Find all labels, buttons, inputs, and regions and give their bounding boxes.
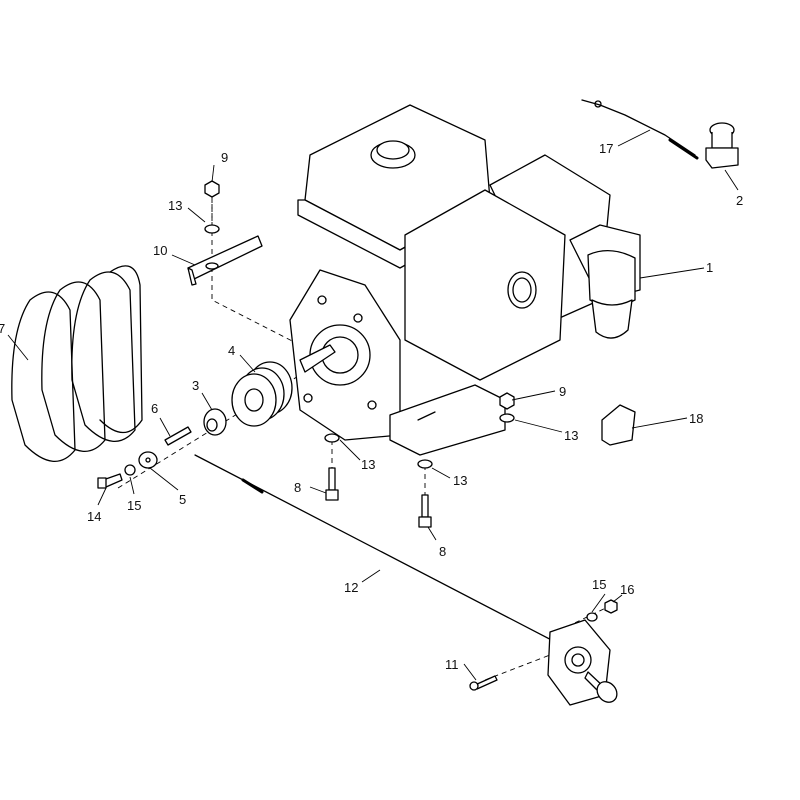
callout-12: 12 [344, 580, 358, 595]
callout-13: 13 [168, 198, 182, 213]
callout-8: 8 [439, 544, 446, 559]
callout-14: 14 [87, 509, 101, 524]
screw[interactable] [469, 675, 498, 691]
bushing[interactable] [203, 408, 227, 436]
nut[interactable] [604, 599, 618, 614]
v-belts[interactable] [11, 265, 143, 463]
callout-labels: 9 13 10 7 4 3 6 5 15 14 8 13 13 8 9 13 1… [0, 141, 743, 672]
choke-rod[interactable] [194, 454, 591, 661]
washer[interactable] [204, 224, 220, 234]
callout-11: 11 [445, 657, 459, 672]
callout-17: 17 [599, 141, 613, 156]
bolt[interactable] [325, 467, 339, 501]
washer[interactable] [324, 433, 340, 443]
choke-knob[interactable] [584, 671, 621, 706]
washer[interactable] [138, 451, 158, 469]
callout-18: 18 [689, 411, 703, 426]
callout-2: 2 [736, 193, 743, 208]
nut[interactable] [499, 392, 515, 410]
callout-13: 13 [564, 428, 578, 443]
stop-switch[interactable] [705, 122, 739, 169]
callout-8: 8 [294, 480, 301, 495]
callout-1: 1 [706, 260, 713, 275]
washer[interactable] [417, 459, 433, 469]
callout-3: 3 [192, 378, 199, 393]
nut[interactable] [204, 180, 220, 198]
callout-9: 9 [221, 150, 228, 165]
wire-harness[interactable] [581, 99, 699, 160]
callout-9: 9 [559, 384, 566, 399]
clip[interactable] [601, 404, 636, 446]
callout-5: 5 [179, 492, 186, 507]
callout-10: 10 [153, 243, 167, 258]
callout-7: 7 [0, 321, 5, 336]
callout-4: 4 [228, 343, 235, 358]
callout-15: 15 [592, 577, 606, 592]
callout-leaders [7, 129, 739, 681]
callout-13: 13 [453, 473, 467, 488]
callout-15: 15 [127, 498, 141, 513]
washer[interactable] [586, 612, 598, 622]
engine[interactable] [289, 104, 641, 456]
washer[interactable] [499, 413, 515, 423]
lock-washer[interactable] [124, 464, 136, 476]
callout-13: 13 [361, 457, 375, 472]
callout-6: 6 [151, 401, 158, 416]
callout-16: 16 [620, 582, 634, 597]
bolt[interactable] [418, 494, 432, 528]
key[interactable] [164, 426, 192, 446]
pulley[interactable] [231, 361, 293, 427]
bolt[interactable] [97, 473, 123, 489]
bracket[interactable] [187, 235, 263, 286]
